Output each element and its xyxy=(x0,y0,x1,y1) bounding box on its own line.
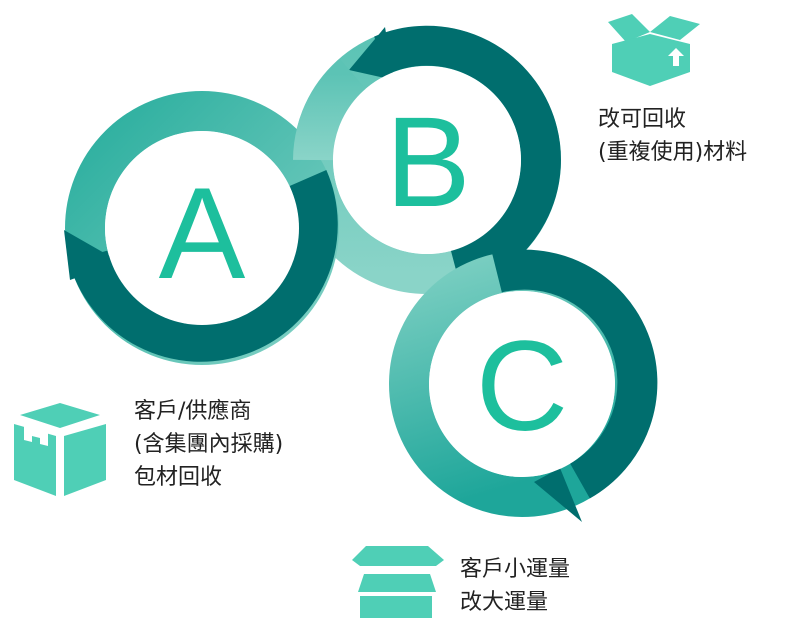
box-taped-icon xyxy=(14,403,106,496)
ring-c xyxy=(389,249,658,522)
ring-a-letter: A xyxy=(159,160,246,306)
label-c: 客戶小運量 改大運量 xyxy=(460,553,570,619)
box-open-arrow-icon xyxy=(608,14,700,86)
ring-a-dark-arc xyxy=(68,170,338,362)
label-b-line-2: (重複使用)材料 xyxy=(598,140,748,165)
label-a-line-3: 包材回收 xyxy=(134,465,223,490)
ring-b-letter: B xyxy=(385,91,470,234)
ring-c-arrowhead xyxy=(534,468,582,522)
ring-c-letter: C xyxy=(476,315,568,458)
ring-b-dark-arc xyxy=(374,25,561,290)
label-a-line-1: 客戶/供應商 xyxy=(134,399,252,424)
box-lid-icon xyxy=(352,546,444,618)
label-a-line-2: (含集團內採購) xyxy=(134,432,284,457)
ring-c-dark-arc xyxy=(492,249,658,499)
label-b: 改可回收 (重複使用)材料 xyxy=(598,103,747,169)
ring-b-overlap-arc xyxy=(293,58,367,161)
label-c-line-2: 改大運量 xyxy=(460,590,549,615)
ring-a-arrowhead xyxy=(64,230,120,280)
ring-b-center xyxy=(333,66,521,254)
label-b-line-1: 改可回收 xyxy=(598,107,687,132)
label-a: 客戶/供應商 (含集團內採購) 包材回收 xyxy=(134,395,283,494)
label-c-line-1: 客戶小運量 xyxy=(460,557,571,582)
ring-b-arrowhead xyxy=(349,27,394,80)
ring-a xyxy=(64,91,339,365)
ring-c-center xyxy=(429,291,615,477)
